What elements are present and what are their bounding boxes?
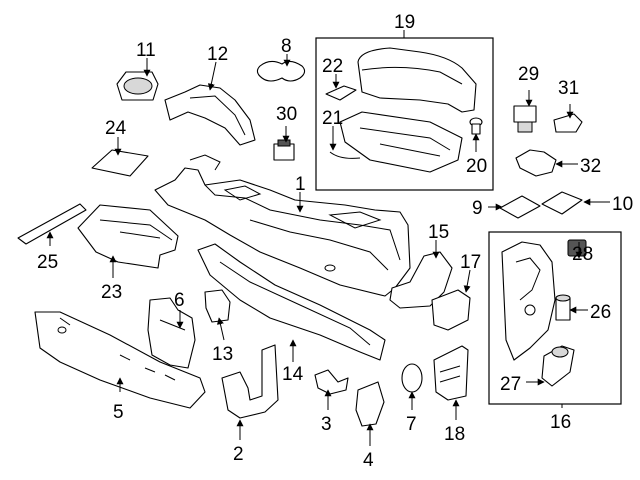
callout-13: 13: [212, 344, 233, 365]
part-20-pin: [469, 117, 483, 135]
part-8-gasket: [256, 60, 306, 82]
callout-25: 25: [37, 252, 58, 273]
part-14-rail: [197, 243, 386, 361]
callout-15: 15: [428, 222, 449, 243]
part-29-switch: [513, 105, 537, 133]
callout-2: 2: [233, 444, 244, 465]
part-25-trim: [17, 203, 87, 245]
group-box-16: [488, 231, 622, 405]
callout-31: 31: [558, 78, 579, 99]
part-9-pad: [499, 195, 541, 219]
callout-30: 30: [276, 104, 297, 125]
callout-32: 32: [580, 156, 601, 177]
part-11-cup-holder: [116, 71, 159, 101]
part-16-panel: [501, 241, 556, 361]
part-18-bracket: [433, 345, 469, 401]
callout-14: 14: [282, 364, 304, 385]
callout-7: 7: [406, 414, 417, 435]
part-1-console: [154, 154, 411, 297]
callout-8: 8: [281, 36, 292, 57]
part-32-bracket: [515, 149, 557, 177]
callout-29: 29: [518, 64, 539, 85]
leader-lines: [46, 30, 610, 446]
callout-21: 21: [322, 108, 343, 129]
part-15-bracket: [389, 251, 453, 309]
callout-3: 3: [321, 414, 332, 435]
callout-22: 22: [322, 56, 343, 77]
callout-5: 5: [113, 402, 124, 423]
part-12-bracket: [164, 84, 256, 146]
part-7-grommet: [401, 363, 423, 393]
callout-17: 17: [460, 252, 481, 273]
callout-1: 1: [295, 174, 306, 195]
callout-26: 26: [590, 302, 611, 323]
part-4-bracket: [355, 381, 385, 427]
callout-28: 28: [572, 244, 593, 265]
part-24-pad: [91, 149, 149, 177]
part-30-switch: [273, 139, 295, 161]
callout-4: 4: [363, 450, 374, 471]
part-27-socket: [541, 345, 575, 387]
callout-23: 23: [101, 282, 122, 303]
part-6-bracket: [147, 297, 196, 369]
callout-16: 16: [550, 412, 571, 433]
part-17-bracket: [431, 289, 471, 331]
callout-18: 18: [444, 424, 465, 445]
callout-24: 24: [105, 118, 127, 139]
part-22-latch: [325, 85, 357, 101]
part-21-bin: [329, 111, 463, 173]
callout-20: 20: [466, 156, 487, 177]
callout-labels: 1 2 3 4 5 6 7 8 9 10 11 12 13 14 15 16 1…: [37, 12, 633, 471]
part-10-pad: [541, 191, 583, 215]
callout-9: 9: [472, 198, 483, 219]
callout-10: 10: [612, 194, 633, 215]
callout-11: 11: [136, 40, 156, 61]
callout-19: 19: [394, 12, 415, 33]
part-3-clip: [314, 369, 349, 395]
part-26-outlet: [555, 294, 571, 321]
callout-12: 12: [207, 44, 228, 65]
callout-27: 27: [500, 374, 521, 395]
part-23-tray: [77, 204, 179, 269]
part-2-bracket: [221, 344, 279, 419]
part-31-clip: [553, 113, 583, 133]
part-13-clip: [204, 289, 231, 323]
part-5-side-panel: [34, 311, 206, 409]
callout-6: 6: [174, 290, 185, 311]
part-19-armrest: [357, 47, 477, 113]
